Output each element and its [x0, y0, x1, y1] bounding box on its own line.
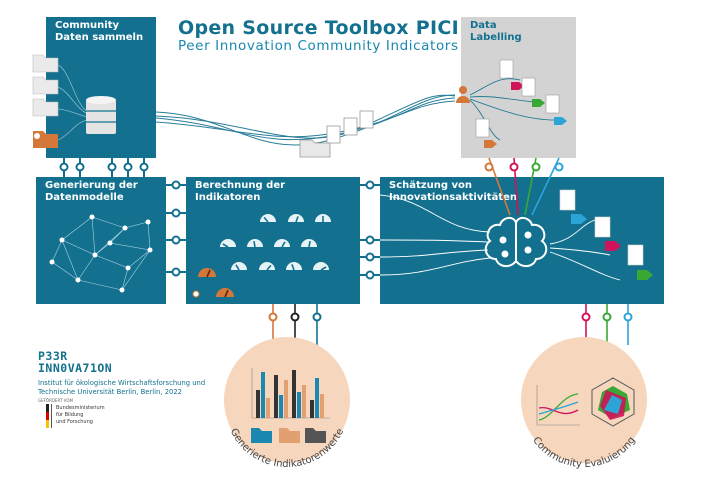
- gauge-needle: [320, 266, 327, 271]
- institution-text: Institut für ökologische Wirtschaftsfors…: [38, 379, 205, 397]
- gauge-needle: [224, 289, 229, 298]
- funding-label: GEFÖRDERT VOM: [38, 398, 73, 403]
- evaluation-label: Community Evaluierung: [530, 435, 638, 470]
- panel-collect-data: Community Daten sammeln: [46, 17, 156, 158]
- page-title: Open Source Toolbox PICI:: [178, 17, 467, 39]
- network-nodes: [49, 214, 153, 293]
- gauge-icons: [192, 214, 331, 298]
- panel-indicators: Berechnung der Indikatoren: [186, 177, 360, 304]
- indicator-values-label: Generierte Indikatorenwerte: [228, 427, 347, 470]
- output-documents: [559, 189, 653, 280]
- connector-dots: [59, 162, 375, 280]
- panel-data-labelling-title: Data Labelling: [470, 20, 522, 43]
- ministry-line-2: für Bildung: [56, 412, 84, 418]
- institution-line-2: Technische Universität Berlin, Berlin, 2…: [38, 388, 182, 396]
- bottom-dots: [268, 312, 633, 322]
- radar-chart-icon: [591, 377, 635, 427]
- orange-gauge-icon: [198, 268, 216, 277]
- ministry-line-1: Bundesministerium: [56, 405, 105, 411]
- database-icon: [86, 96, 116, 134]
- collect-folders: [32, 54, 59, 148]
- gauge-icon: [286, 262, 302, 270]
- panel-indicators-title: Berechnung der Indikatoren: [195, 180, 286, 203]
- network-graph: [51, 216, 151, 291]
- institution-line-1: Institut für ökologische Wirtschaftsfors…: [38, 379, 206, 387]
- person-icon: [456, 86, 470, 103]
- folder-icons: [251, 428, 326, 443]
- line-chart-icon: [536, 385, 580, 426]
- gauge-needle: [308, 240, 311, 248]
- gauge-icon: [259, 262, 275, 270]
- gauge-needle: [281, 241, 286, 248]
- gauge-needle: [266, 264, 272, 271]
- gauge-needle: [206, 269, 211, 278]
- add-icon: [192, 290, 200, 298]
- gauge-icon: [260, 214, 276, 222]
- brain-icon: [484, 217, 548, 267]
- gauge-icon: [274, 239, 290, 247]
- ministry-line-3: und Forschung: [56, 419, 93, 425]
- page-subtitle: Peer Innovation Community Indicators: [178, 38, 459, 54]
- orange-gauge-icon: [216, 288, 234, 297]
- german-flag-icon: [46, 404, 52, 428]
- gauge-needle: [263, 216, 269, 223]
- peer-innovation-logo: P33R INN0VA71ON: [38, 350, 112, 374]
- estimation-input-lines: [379, 194, 621, 281]
- panel-collect-data-title: Community Daten sammeln: [55, 20, 144, 43]
- labelled-documents: [475, 59, 567, 148]
- panel-data-models-title: Generierung der Datenmodelle: [45, 180, 138, 203]
- gauge-needle: [295, 216, 299, 223]
- gauge-needle: [222, 243, 229, 248]
- bar-chart-icon: [251, 368, 330, 419]
- panel-data-models: Generierung der Datenmodelle: [36, 177, 166, 304]
- document-icons-flow: [299, 110, 374, 158]
- logo-line-1: P33R: [38, 349, 68, 363]
- evaluation-circle: [521, 337, 647, 463]
- logo-line-2: INN0VA71ON: [38, 361, 113, 375]
- gauge-icon: [231, 262, 247, 270]
- panel-estimation-title: Schätzung von Innovationsaktivitäten: [389, 180, 518, 203]
- gauge-icon: [288, 214, 304, 222]
- gauge-needle: [235, 264, 240, 271]
- collect-lines: [57, 64, 89, 141]
- labelling-dots: [484, 162, 564, 172]
- gauge-needle: [253, 240, 256, 248]
- gauge-needle: [291, 264, 295, 271]
- ministry-name: Bundesministerium für Bildung und Forsch…: [56, 405, 105, 426]
